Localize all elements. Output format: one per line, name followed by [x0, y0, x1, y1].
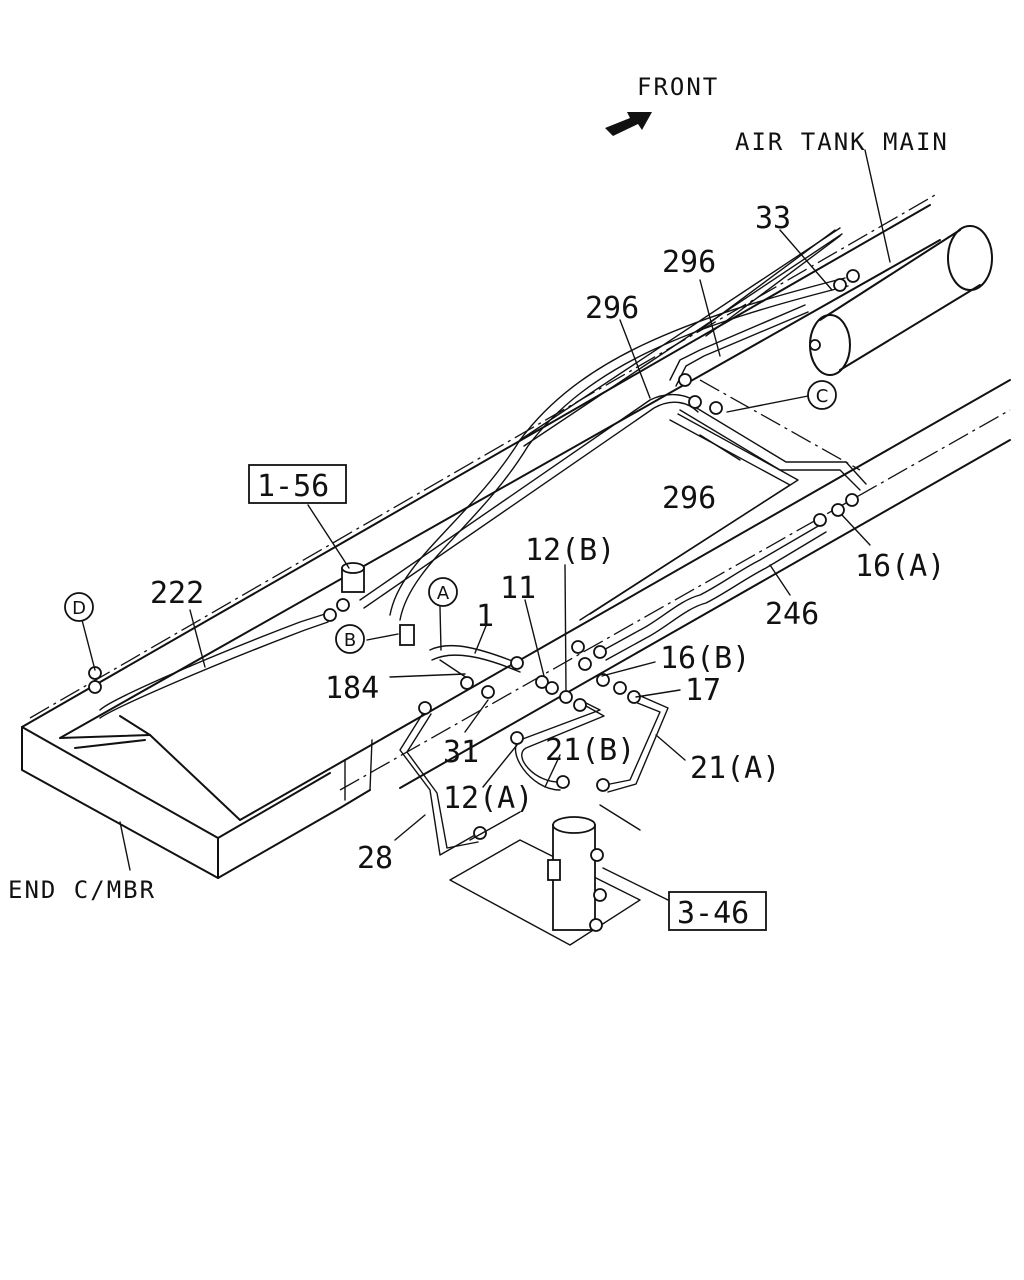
label-part-17: 17	[685, 673, 721, 708]
callout-d-letter: D	[72, 598, 86, 619]
valve-assembly-3-46	[449, 804, 641, 946]
label-part-31: 31	[443, 735, 479, 770]
fittings	[88, 269, 860, 840]
pipe-28	[399, 709, 479, 856]
part-ref-box-3-46	[668, 891, 767, 931]
label-part-16a: 16(A)	[855, 549, 945, 584]
chassis-frame	[21, 194, 1011, 879]
label-part-16b: 16(B)	[660, 641, 750, 676]
label-part-1-56: 1-56	[257, 469, 329, 504]
pipe-296-lower	[579, 403, 867, 621]
callout-c-letter: C	[816, 386, 829, 407]
label-part-296-top: 296	[662, 245, 716, 280]
label-part-21a: 21(A)	[690, 751, 780, 786]
air-tank-main	[809, 225, 993, 376]
pipe-246	[599, 524, 827, 661]
label-part-11: 11	[500, 571, 536, 606]
label-part-33: 33	[755, 201, 791, 236]
callout-d: D	[64, 592, 94, 622]
label-part-296-lower: 296	[662, 481, 716, 516]
label-part-184: 184	[325, 671, 379, 706]
part-ref-box-1-56	[248, 464, 347, 504]
callout-a-letter: A	[437, 583, 450, 604]
label-part-12a: 12(A)	[443, 781, 533, 816]
front-arrow-icon	[605, 112, 652, 136]
callout-a: A	[428, 577, 458, 607]
label-part-246: 246	[765, 597, 819, 632]
label-part-28: 28	[357, 841, 393, 876]
pipe-222	[99, 613, 329, 719]
label-front: FRONT	[637, 73, 719, 101]
label-end-cmbr: END C/MBR	[8, 876, 156, 904]
callout-b: B	[335, 624, 365, 654]
label-part-1: 1	[476, 599, 494, 634]
label-part-3-46: 3-46	[677, 896, 749, 931]
label-part-296-mid: 296	[585, 291, 639, 326]
label-part-12b: 12(B)	[525, 533, 615, 568]
pipe-33	[519, 227, 843, 447]
callout-c: C	[807, 380, 837, 410]
label-air-tank-main: AIR TANK MAIN	[735, 128, 949, 156]
label-part-222: 222	[150, 576, 204, 611]
leader-lines	[81, 149, 891, 901]
label-part-21b: 21(B)	[545, 733, 635, 768]
callout-b-letter: B	[344, 630, 356, 651]
